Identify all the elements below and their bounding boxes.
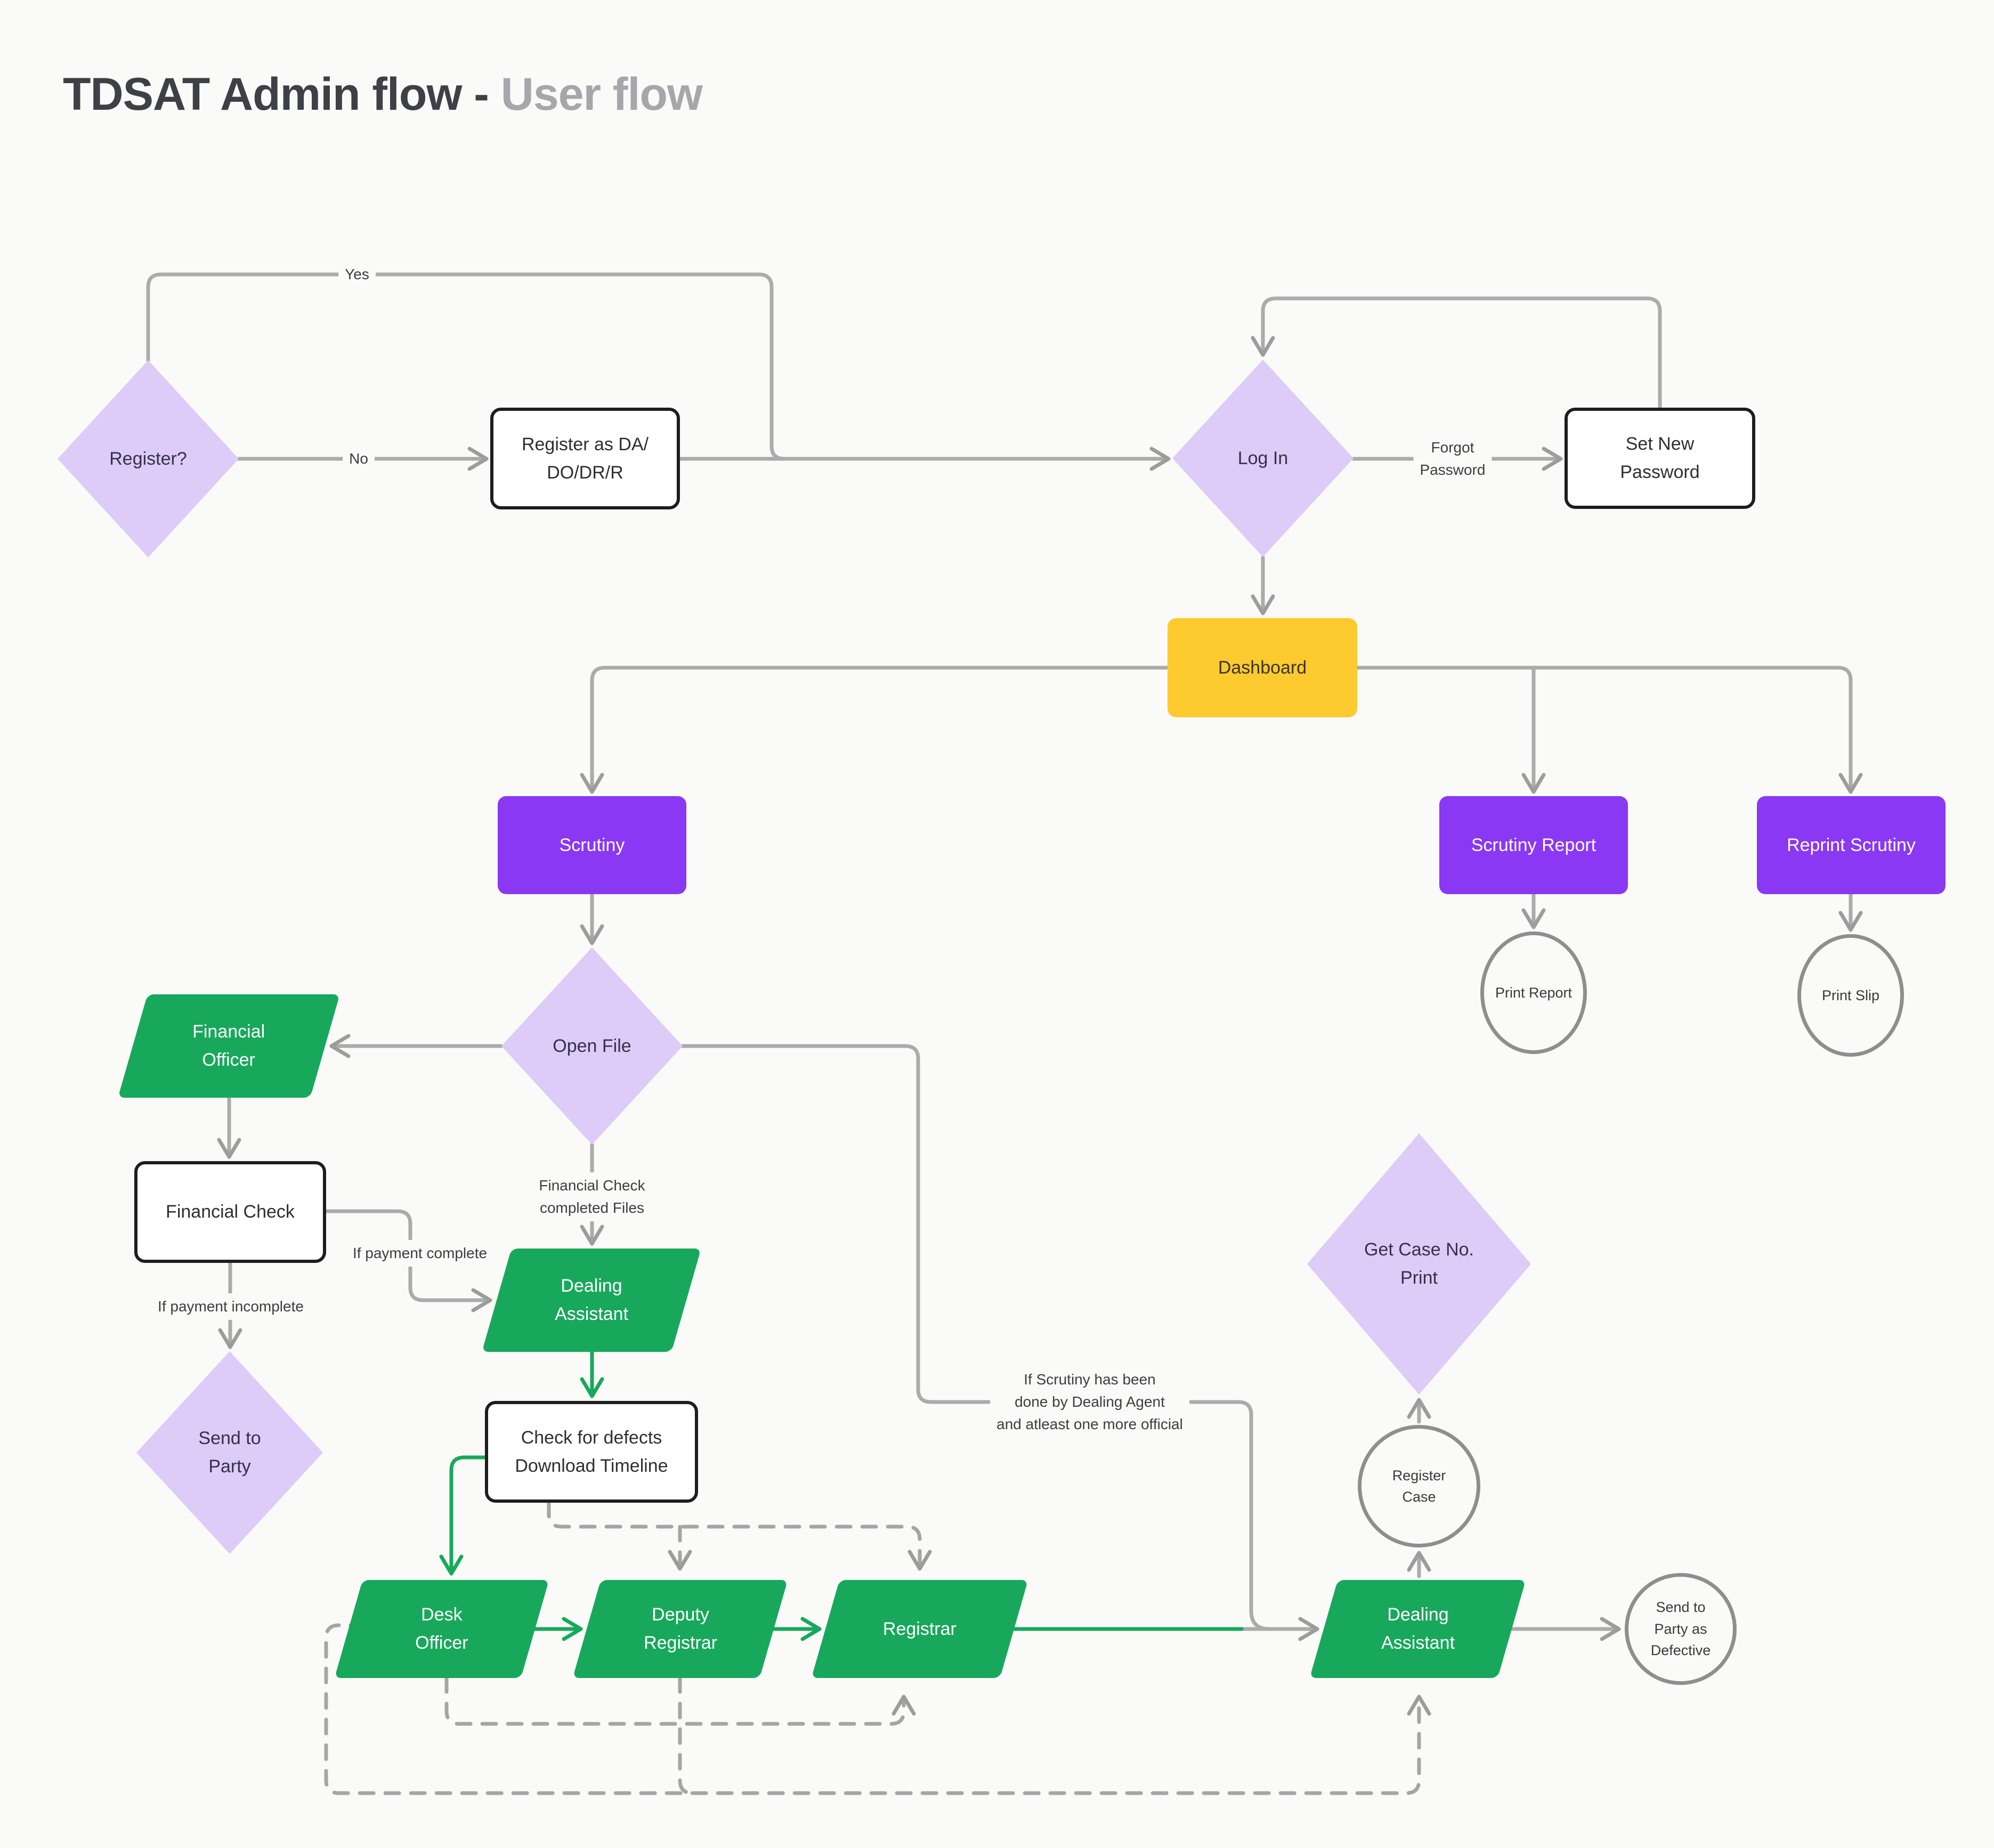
- page-title-main: TDSAT Admin flow -: [63, 69, 489, 120]
- node-register-as-box[interactable]: Register as DA/ DO/DR/R: [490, 408, 680, 509]
- page-title-sub: User flow: [500, 69, 703, 120]
- node-check-defects-label: Check for defects Download Timeline: [515, 1427, 668, 1476]
- edge-openfile-dealing2-cond: [680, 1044, 1297, 1631]
- node-send-defective-label: Send to Party as Defective: [1650, 1599, 1711, 1659]
- dashed-deputy-join-bottom: [678, 1676, 695, 1795]
- node-login-label: Log In: [1237, 448, 1288, 468]
- node-deputy-registrar-label: Deputy Registrar: [643, 1604, 717, 1653]
- node-financial-officer-label: Financial Officer: [192, 1022, 265, 1070]
- node-print-report-circle[interactable]: Print Report: [1480, 931, 1587, 1054]
- edge-label-forgot-password: Forgot Password: [1413, 434, 1492, 483]
- node-registrar-label: Registrar: [883, 1618, 957, 1639]
- node-print-slip-label: Print Slip: [1821, 987, 1880, 1003]
- edge-label-yes: Yes: [338, 261, 376, 288]
- node-dashboard-label: Dashboard: [1218, 657, 1307, 678]
- dashed-checkdefects-registrar: [547, 1501, 932, 1571]
- node-registrar[interactable]: Registrar: [811, 1580, 1028, 1678]
- node-scrutiny[interactable]: Scrutiny: [498, 796, 686, 894]
- dashed-desk-registrar-return: [444, 1676, 916, 1726]
- dashed-desk-dealing2-return: [324, 1623, 1431, 1795]
- node-set-new-password-label: Set New Password: [1620, 434, 1700, 482]
- edge-register-yes-loop: [146, 272, 787, 461]
- node-open-file-label: Open File: [553, 1035, 631, 1056]
- node-deputy-registrar[interactable]: Deputy Registrar: [572, 1580, 788, 1678]
- node-register-case-circle[interactable]: Register Case: [1358, 1425, 1480, 1547]
- node-dealing-assistant-2-label: Dealing Assistant: [1381, 1604, 1455, 1653]
- node-dashboard[interactable]: Dashboard: [1168, 618, 1357, 717]
- node-scrutiny-label: Scrutiny: [559, 834, 625, 855]
- node-desk-officer-label: Desk Officer: [415, 1604, 468, 1653]
- edge-label-no: No: [343, 445, 375, 472]
- node-print-report-label: Print Report: [1495, 984, 1572, 1001]
- node-set-new-password-box[interactable]: Set New Password: [1565, 408, 1755, 509]
- node-scrutiny-report-label: Scrutiny Report: [1471, 834, 1596, 855]
- node-scrutiny-report[interactable]: Scrutiny Report: [1439, 796, 1628, 894]
- page-title: TDSAT Admin flow - User flow: [63, 68, 703, 121]
- edge-label-if-payment-complete: If payment complete: [346, 1240, 494, 1267]
- node-check-defects-box[interactable]: Check for defects Download Timeline: [485, 1401, 698, 1503]
- node-dealing-assistant-1-label: Dealing Assistant: [555, 1276, 628, 1324]
- node-financial-check-box[interactable]: Financial Check: [134, 1161, 326, 1263]
- node-send-defective-circle[interactable]: Send to Party as Defective: [1625, 1573, 1737, 1685]
- edge-dashboard-scrutiny: [580, 666, 1170, 794]
- node-dealing-assistant-2[interactable]: Dealing Assistant: [1309, 1580, 1526, 1678]
- node-financial-officer[interactable]: Financial Officer: [118, 994, 340, 1098]
- edge-checkdefects-deskofficer: [439, 1455, 487, 1576]
- node-register-case-label: Register Case: [1392, 1467, 1446, 1505]
- edge-label-if-payment-incomplete: If payment incomplete: [151, 1293, 310, 1320]
- node-financial-check-label: Financial Check: [166, 1202, 295, 1222]
- node-get-case-label: Get Case No. Print: [1364, 1239, 1474, 1288]
- node-send-to-party-label: Send to Party: [198, 1428, 261, 1477]
- node-print-slip-circle[interactable]: Print Slip: [1797, 934, 1904, 1057]
- edge-dashboard-reprint: [1355, 666, 1863, 794]
- node-desk-officer[interactable]: Desk Officer: [334, 1580, 549, 1678]
- edge-setpw-login-loop: [1251, 296, 1662, 410]
- node-reprint-scrutiny-label: Reprint Scrutiny: [1787, 834, 1916, 855]
- node-reprint-scrutiny[interactable]: Reprint Scrutiny: [1757, 796, 1946, 894]
- edge-label-financial-check-completed: Financial Check completed Files: [532, 1172, 652, 1221]
- edge-label-scrutiny-condition: If Scrutiny has been done by Dealing Age…: [990, 1366, 1189, 1438]
- node-register-as-label: Register as DA/ DO/DR/R: [521, 434, 649, 483]
- node-dealing-assistant-1[interactable]: Dealing Assistant: [482, 1249, 701, 1352]
- node-register-question-label: Register?: [109, 448, 187, 469]
